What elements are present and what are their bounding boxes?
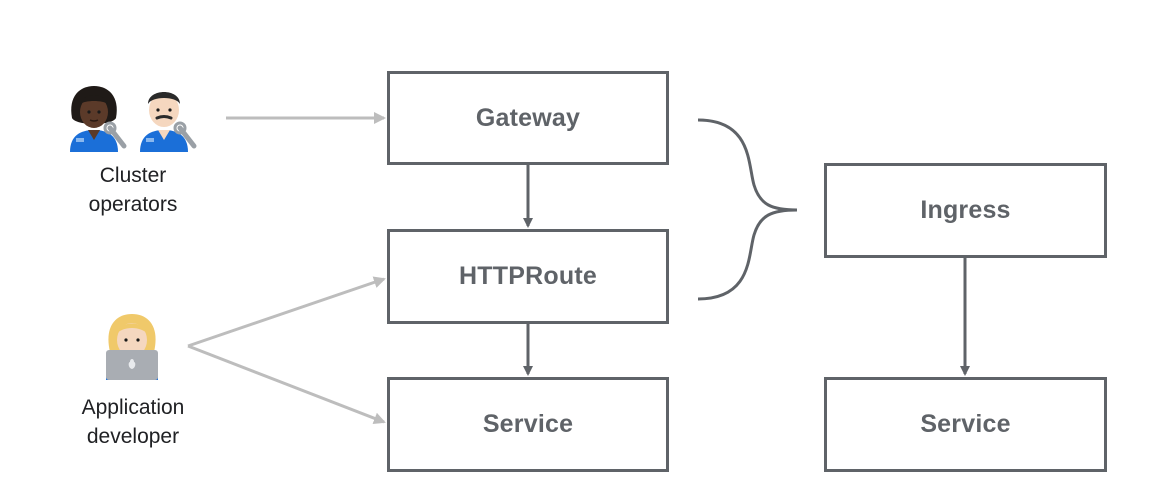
ingress-box: Ingress [824, 163, 1107, 258]
service-box-left: Service [387, 377, 669, 472]
httproute-box-label: HTTPRoute [459, 262, 597, 290]
person-with-wrench-dark-skin-icon [70, 86, 127, 152]
cluster-operators-avatars [66, 82, 202, 154]
httproute-box: HTTPRoute [387, 229, 669, 324]
gateway-box-label: Gateway [475, 103, 581, 132]
application-developer-label: Application developer [54, 393, 212, 451]
application-developer-avatar [100, 312, 164, 382]
grouping-brace [697, 118, 798, 301]
service-box-right-label: Service [920, 410, 1011, 438]
gateway-box: Gateway [387, 71, 669, 165]
woman-with-laptop-icon [106, 314, 158, 380]
application-developer-label-line1: Application [81, 396, 185, 419]
ingress-box-label: Ingress [920, 196, 1011, 224]
application-developer-label-line2: developer [86, 425, 180, 448]
cluster-operators-label-line1: Cluster [99, 164, 167, 187]
developer-to-service-arrow [187, 344, 386, 424]
service-box-right: Service [824, 377, 1107, 472]
man-with-wrench-light-skin-icon [140, 92, 197, 152]
cluster-operators-label: Cluster operators [60, 161, 206, 219]
service-box-left-label: Service [482, 410, 574, 438]
cluster-operators-label-line2: operators [88, 193, 178, 216]
developer-to-httproute-arrow [187, 276, 386, 348]
